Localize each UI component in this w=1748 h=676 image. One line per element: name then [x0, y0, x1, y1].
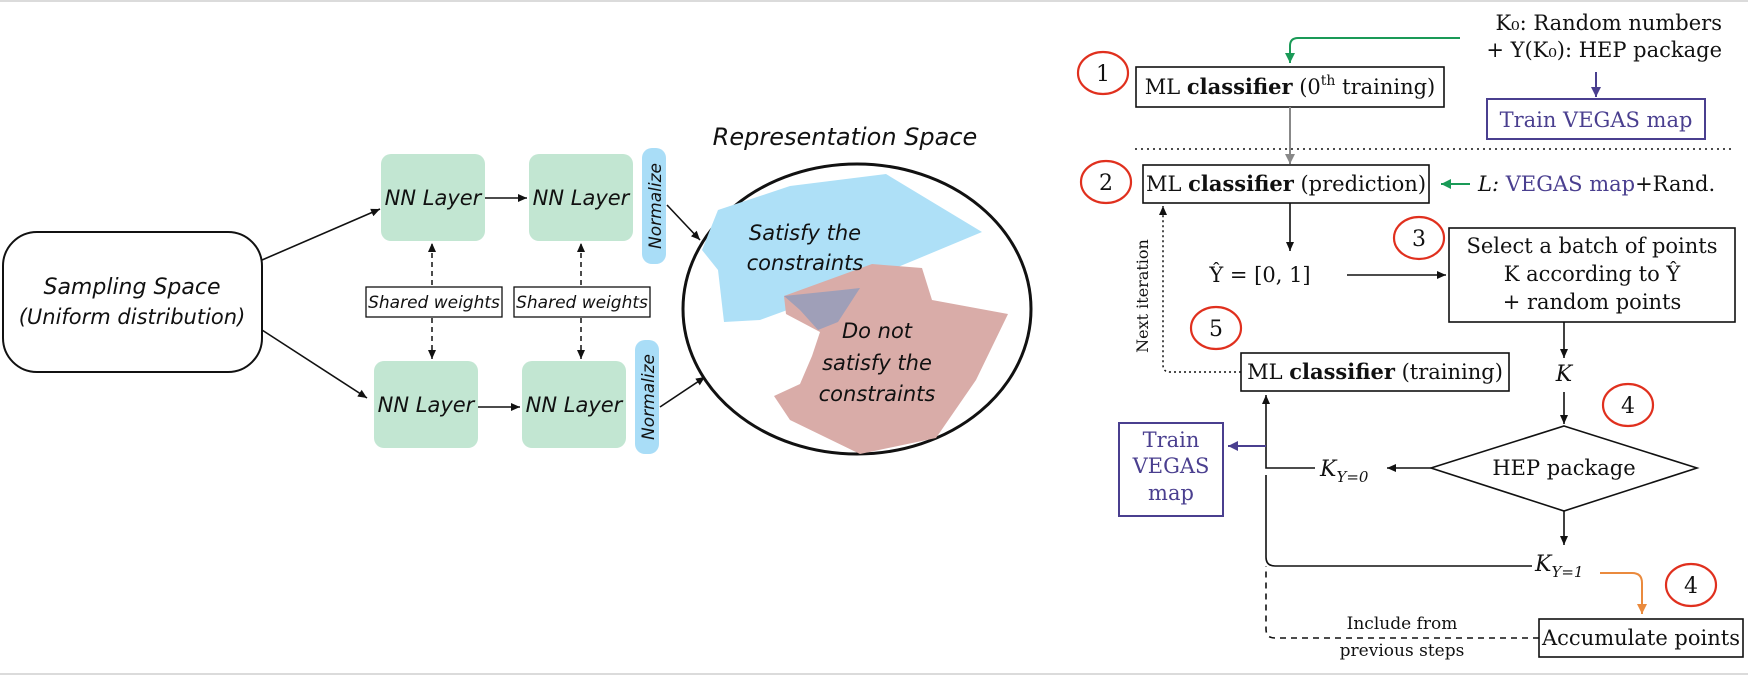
shared-weights-box-1 [365, 286, 503, 318]
yhat-label: Ŷ = [0, 1] [1208, 263, 1310, 287]
train-vegas-left-line-2: VEGAS [1132, 454, 1210, 478]
overlap-region [784, 288, 860, 330]
l-input-label: L: VEGAS map+Rand. [1477, 172, 1715, 196]
arrow-next-iteration [1159, 206, 1241, 373]
nn-layer-label: NN Layer [526, 393, 624, 417]
ml-classifier-training-box [1240, 352, 1510, 392]
shared-weights-box-2 [513, 286, 651, 318]
step-number-4b: 4 [1684, 574, 1698, 599]
normalize-bottom [635, 340, 659, 454]
step-number-3: 3 [1412, 227, 1426, 252]
satisfy-region [702, 174, 982, 322]
train-vegas-map-left-box [1118, 422, 1224, 517]
left-diagram: Sampling Space (Uniform distribution) NN… [2, 123, 1033, 456]
hep-package-label: HEP package [1492, 456, 1635, 480]
right-flowchart: K₀: Random numbers + Y(K₀): HEP package … [1076, 11, 1744, 661]
train-vegas-map-top-label: Train VEGAS map [1500, 108, 1693, 132]
satisfy-label-1: Satisfy the [749, 221, 861, 245]
include-from-line-2: previous steps [1340, 641, 1465, 661]
arrow-sampling-to-top [261, 208, 381, 261]
accumulate-points-box [1538, 618, 1744, 658]
select-batch-line-3: + random points [1503, 290, 1682, 314]
representation-title: Representation Space [713, 123, 978, 151]
next-iteration-label: Next iteration [1133, 239, 1152, 353]
arrow-bottom-to-representation [659, 376, 706, 408]
ml-classifier-training-label: ML classifier (training) [1247, 359, 1503, 384]
accumulate-points-label: Accumulate points [1541, 626, 1740, 650]
k-label: K [1555, 362, 1574, 387]
line-ky1-to-training [1265, 475, 1532, 567]
arrow-sampling-to-bottom [261, 329, 368, 399]
nn-layer-label: NN Layer [385, 186, 483, 210]
select-batch-box [1448, 227, 1736, 323]
arrow-inputs-to-ml0 [1285, 37, 1460, 63]
step-number-5: 5 [1209, 317, 1223, 342]
nn-layer-bottom-2 [522, 361, 626, 448]
shared-weights-label: Shared weights [516, 293, 648, 313]
normalize-label: Normalize [639, 354, 659, 440]
sampling-space-subtitle: (Uniform distribution) [19, 305, 246, 329]
nn-layer-label: NN Layer [533, 186, 631, 210]
nn-layer-bottom-1 [374, 361, 478, 448]
step-number-1: 1 [1096, 62, 1110, 87]
step-number-4a: 4 [1621, 394, 1635, 419]
normalize-label: Normalize [646, 163, 666, 249]
step-circle-4a [1601, 382, 1655, 428]
k-y1-label: KY=1 [1534, 552, 1583, 581]
arrow-top-to-representation [666, 204, 701, 241]
step-circle-3 [1392, 215, 1446, 261]
sampling-space-title: Sampling Space [43, 275, 220, 300]
normalize-top [642, 148, 666, 264]
ml-classifier-prediction-box [1142, 164, 1430, 204]
step-circle-5 [1189, 305, 1243, 351]
nn-layer-label: NN Layer [378, 393, 476, 417]
ml-classifier-prediction-label: ML classifier (prediction) [1146, 171, 1426, 196]
ml-classifier-0th-box [1135, 66, 1445, 108]
input-k0: K₀: Random numbers [1495, 11, 1722, 35]
select-batch-line-1: Select a batch of points [1466, 234, 1717, 258]
step-circle-1 [1076, 50, 1130, 96]
arrow-ky0-to-training [1262, 395, 1315, 469]
not-satisfy-label-1: Do not [842, 319, 913, 343]
input-yk0: + Y(K₀): HEP package [1486, 38, 1722, 62]
step-circle-2 [1079, 159, 1133, 205]
sampling-space-box [2, 231, 263, 373]
arrow-ky1-to-accumulate [1600, 572, 1647, 614]
ml-classifier-0th-label: ML classifier (0th training) [1145, 73, 1436, 99]
nn-layer-top-2 [529, 154, 633, 241]
select-batch-line-2: K according to Ŷ [1504, 262, 1682, 286]
include-from-line-1: Include from [1347, 614, 1458, 634]
not-satisfy-label-2: satisfy the [822, 351, 932, 375]
not-satisfy-label-3: constraints [819, 382, 936, 406]
arrow-include-previous [1265, 566, 1539, 639]
nn-layer-top-1 [381, 154, 485, 241]
step-number-2: 2 [1099, 171, 1113, 196]
shared-weights-label: Shared weights [368, 293, 500, 313]
train-vegas-left-line-3: map [1148, 481, 1194, 505]
train-vegas-map-top-box [1486, 98, 1706, 140]
step-circle-4b [1664, 562, 1718, 608]
satisfy-label-2: constraints [747, 251, 864, 275]
k-y0-label: KY=0 [1319, 457, 1369, 486]
train-vegas-left-line-1: Train [1143, 428, 1200, 452]
